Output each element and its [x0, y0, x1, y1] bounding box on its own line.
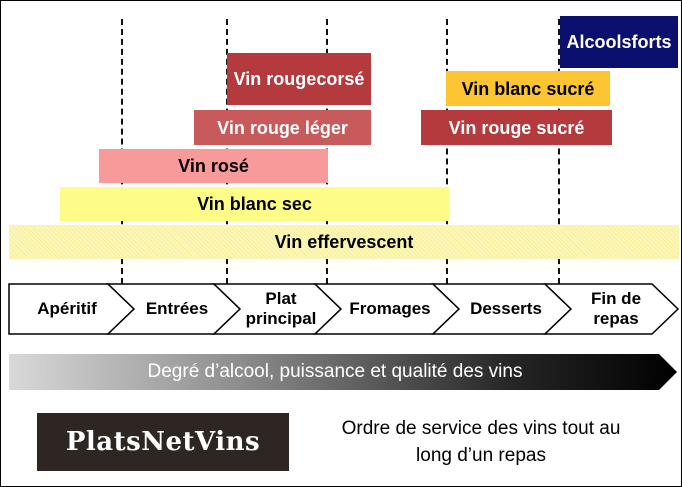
wine-band-vin-rouge-sucre: Vin rouge sucré — [421, 110, 612, 145]
meal-step-label: Apéritif — [37, 299, 97, 318]
meal-step-plat-principal: Plat principal — [233, 283, 329, 335]
meal-step-desserts: Desserts — [456, 283, 556, 335]
wine-band-label: corsé — [316, 69, 365, 89]
wine-band-label: Vin blanc sec — [197, 194, 312, 214]
alcohol-degree-label: Degré d’alcool, puissance et qualité des… — [147, 361, 523, 382]
wine-band-vin-rouge-leger: Vin rouge léger — [194, 110, 371, 145]
step-boundary-line — [446, 19, 448, 284]
meal-step-aperitif: Apéritif — [11, 283, 123, 335]
step-chevron — [543, 283, 680, 335]
meal-step-label: Fromages — [349, 299, 431, 318]
meal-step-label: Desserts — [470, 299, 542, 318]
meal-step-fin-de-repas: Fin de repas — [568, 283, 664, 335]
meal-step-label: repas — [593, 309, 639, 328]
wine-band-vin-effervescent: Vin effervescent — [9, 225, 679, 259]
meal-step-label: Fin de — [590, 289, 642, 308]
meal-step-label: Plat — [265, 289, 297, 308]
logo-text: PlatsNetVins — [65, 427, 261, 457]
wine-band-label: Vin rouge léger — [217, 117, 348, 138]
wine-band-vin-blanc-sucre: Vin blanc sucré — [446, 71, 610, 106]
meal-timeline — [8, 283, 680, 335]
meal-step-fromages: Fromages — [336, 283, 444, 335]
step-boundary-line — [558, 19, 560, 284]
wine-band-alcools-forts: Alcools forts — [560, 16, 678, 68]
platsnetvins-logo: PlatsNetVins — [37, 413, 289, 471]
meal-step-label: Entrées — [145, 299, 209, 318]
wine-band-label: Vin blanc sucré — [461, 78, 595, 99]
wine-band-label: Vin rouge — [233, 69, 317, 89]
caption-line: long d’un repas — [416, 445, 546, 466]
meal-step-label: principal — [245, 309, 317, 328]
caption-line: Ordre de service des vins tout au — [341, 418, 621, 439]
wine-band-label: forts — [631, 32, 672, 52]
wine-band-vin-rose: Vin rosé — [99, 149, 328, 183]
meal-step-entrees: Entrées — [129, 283, 225, 335]
wine-band-label: Vin rouge sucré — [448, 117, 585, 138]
wine-band-label: Vin rosé — [178, 156, 249, 176]
alcohol-degree-arrow — [9, 354, 677, 390]
wine-band-label: Alcools — [566, 32, 632, 52]
diagram-caption: Ordre de service des vins tout au long d… — [301, 415, 661, 473]
wine-band-vin-rouge-corse: Vin rouge corsé — [227, 53, 371, 105]
wine-band-label: Vin effervescent — [274, 232, 414, 252]
wine-band-vin-blanc-sec: Vin blanc sec — [60, 187, 449, 221]
